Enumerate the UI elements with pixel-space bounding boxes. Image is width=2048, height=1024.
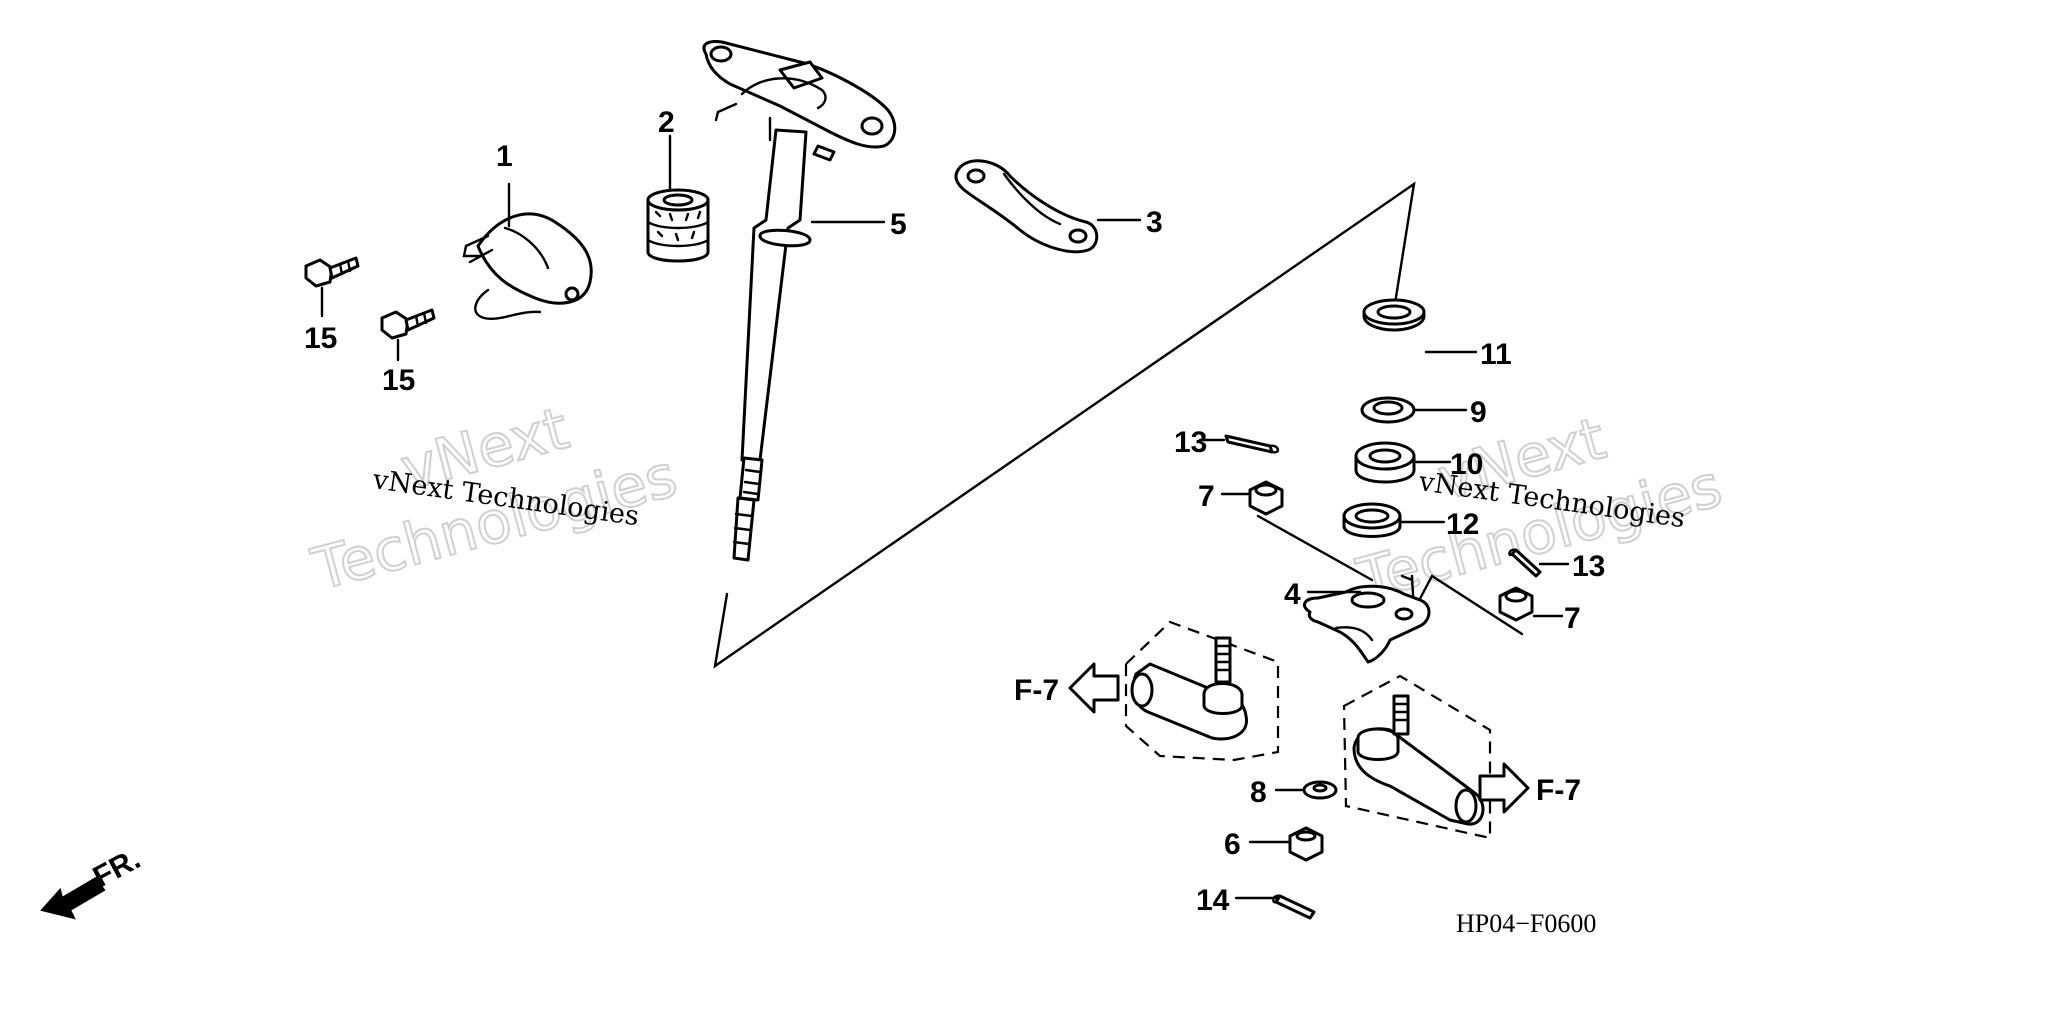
- callout-14: 14: [1196, 884, 1230, 917]
- part-dust-seal-9: [1360, 396, 1416, 424]
- callout-10: 10: [1450, 448, 1483, 481]
- reference-label-right: F-7: [1536, 774, 1581, 807]
- part-steering-arm: [1302, 584, 1431, 664]
- part-cotter-pin-13b: [1508, 548, 1542, 578]
- callout-6: 6: [1224, 828, 1241, 861]
- part-oil-seal-12: [1342, 502, 1402, 538]
- part-nut-7b: [1498, 586, 1534, 622]
- part-washer-8: [1302, 780, 1338, 800]
- callout-7b: 7: [1564, 602, 1581, 635]
- diagram-code: HP04−F0600: [1456, 909, 1596, 938]
- callout-13b: 13: [1572, 550, 1605, 583]
- callout-15b: 15: [382, 364, 415, 397]
- part-steering-shaft: [702, 40, 897, 562]
- part-nut-7a: [1248, 480, 1284, 516]
- callout-5: 5: [890, 208, 907, 241]
- callout-9: 9: [1470, 396, 1487, 429]
- part-tierod-end-right: [1352, 694, 1485, 826]
- callout-13a: 13: [1174, 426, 1207, 459]
- callout-11: 11: [1480, 338, 1512, 371]
- part-tierod-end-left: [1130, 636, 1248, 741]
- reference-arrow-right: F-7: [1478, 762, 1581, 814]
- watermark-right: vNext Technologies vNext Technologies: [1349, 403, 1729, 615]
- assembly-triangle: [713, 181, 1416, 669]
- part-cotter-pin-13a: [1224, 434, 1280, 454]
- front-direction-arrow: FR.: [40, 842, 146, 920]
- callout-3: 3: [1146, 206, 1163, 239]
- reference-label-left: F-7: [1014, 674, 1059, 707]
- part-bearing-10: [1354, 441, 1416, 484]
- watermark-left: vNext Technologies vNext Technologies: [304, 393, 684, 605]
- dashed-outline-tierod-left: [1124, 620, 1280, 762]
- callout-12: 12: [1446, 508, 1479, 541]
- callout-4: 4: [1284, 578, 1301, 611]
- callout-2: 2: [658, 106, 675, 139]
- part-bolt-15b: [380, 308, 436, 340]
- callout-8: 8: [1250, 776, 1267, 809]
- reference-arrow-left: F-7: [1014, 662, 1120, 714]
- callout-7a: 7: [1198, 480, 1215, 513]
- part-holder-bracket: [954, 159, 1099, 254]
- callout-1: 1: [496, 140, 513, 173]
- part-cotter-pin-14: [1272, 894, 1316, 920]
- part-bolt-15a: [304, 256, 360, 288]
- part-bearing-11: [1362, 298, 1426, 332]
- part-nut-6: [1288, 826, 1324, 862]
- part-column-cover: [462, 212, 593, 321]
- part-grommet: [646, 188, 710, 263]
- callout-15a: 15: [304, 322, 337, 355]
